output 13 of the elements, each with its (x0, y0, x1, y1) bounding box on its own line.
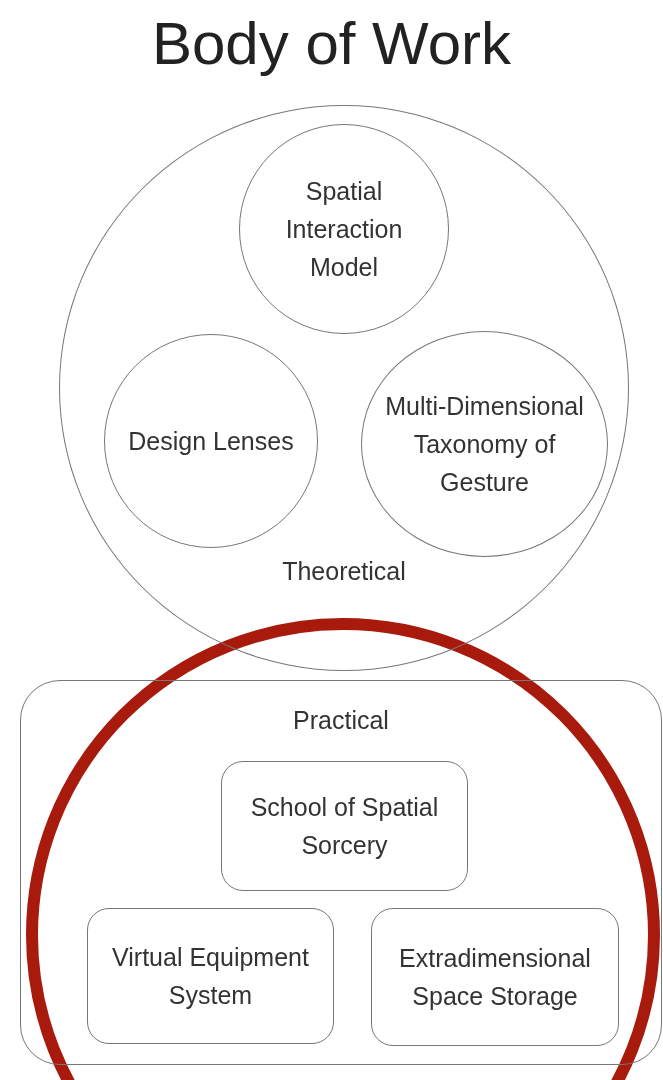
node-label: Extradimensional Space Storage (398, 943, 592, 1012)
node-label: Multi-Dimensional Taxonomy of Gesture (384, 391, 585, 498)
project-box (87, 908, 334, 1044)
diagram-title: Body of Work (150, 9, 512, 79)
node-label: Design Lenses (128, 426, 294, 457)
project-box (371, 908, 619, 1046)
category-panel (20, 680, 662, 1065)
node-label: Spatial Interaction Model (284, 176, 404, 283)
project-box (221, 761, 468, 891)
category-label: Practical (292, 705, 390, 735)
node-label: School of Spatial Sorcery (249, 792, 440, 861)
category-label: Theoretical (281, 556, 407, 586)
node-label: Virtual Equipment System (111, 942, 310, 1011)
